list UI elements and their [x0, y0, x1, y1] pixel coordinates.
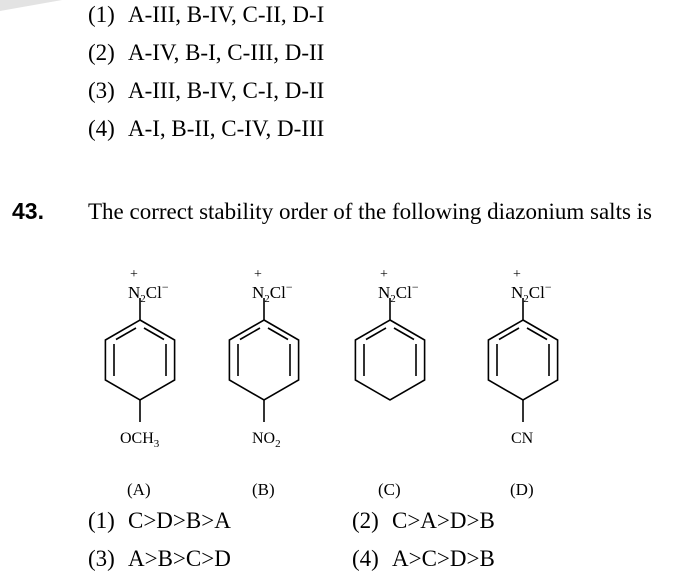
substituent-index: 2 [275, 438, 281, 450]
charge-plus: + [130, 267, 138, 282]
charge-plus: + [380, 267, 388, 282]
structure-b: + N2Cl− NO2 (B) [228, 267, 300, 499]
cl-label: Cl [270, 283, 286, 302]
n-label: N [252, 283, 264, 302]
question-number: 43. [12, 198, 44, 224]
substituent-main: OCH [120, 430, 154, 447]
prev-option-2[interactable]: (2)A-IV, B-I, C-III, D-II [88, 40, 325, 65]
svg-text:N2Cl−: N2Cl− [128, 280, 169, 305]
prev-option-3[interactable]: (3)A-III, B-IV, C-I, D-II [88, 78, 325, 103]
n-label: N [511, 283, 523, 302]
substituent-index: 3 [154, 438, 160, 450]
minus-sign: − [545, 280, 552, 294]
structure-label-a: (A) [127, 480, 151, 499]
structure-d: + N2Cl− CN (D) [487, 267, 559, 499]
minus-sign: − [286, 280, 293, 294]
n-subscript: 2 [264, 293, 270, 305]
structure-c: + N2Cl− (C) [354, 267, 426, 499]
n-label: N [378, 283, 390, 302]
minus-sign: − [412, 280, 419, 294]
cl-label: Cl [146, 283, 162, 302]
n-label: N [128, 283, 140, 302]
answer-option-3[interactable]: (3)A>B>C>D [88, 546, 231, 571]
substituent-main: CN [511, 430, 534, 447]
answer-option-1[interactable]: (1)C>D>B>A [88, 508, 231, 533]
structure-label-c: (C) [378, 480, 401, 499]
n-subscript: 2 [140, 293, 146, 305]
prev-option-1[interactable]: (1)A-III, B-IV, C-II, D-I [88, 2, 325, 27]
svg-text:N2Cl−: N2Cl− [378, 280, 419, 305]
prev-option-4[interactable]: (4)A-I, B-II, C-IV, D-III [88, 116, 325, 141]
svg-text:NO2: NO2 [252, 430, 281, 450]
n-subscript: 2 [390, 293, 396, 305]
charge-plus: + [513, 267, 521, 282]
cl-label: Cl [396, 283, 412, 302]
cl-label: Cl [529, 283, 545, 302]
structure-a: + N2Cl− OCH3 (A) [104, 267, 176, 499]
answer-option-2[interactable]: (2)C>A>D>B [352, 508, 495, 533]
minus-sign: − [162, 280, 169, 294]
structure-label-b: (B) [252, 480, 275, 499]
substituent-main: NO [252, 430, 275, 447]
svg-text:N2Cl−: N2Cl− [252, 280, 293, 305]
answer-option-4[interactable]: (4)A>C>D>B [352, 546, 495, 571]
n-subscript: 2 [523, 293, 529, 305]
charge-plus: + [254, 267, 262, 282]
svg-text:N2Cl−: N2Cl− [511, 280, 552, 305]
svg-text:OCH3: OCH3 [120, 430, 160, 450]
structure-label-d: (D) [510, 480, 534, 499]
question-text: The correct stability order of the follo… [88, 199, 652, 224]
